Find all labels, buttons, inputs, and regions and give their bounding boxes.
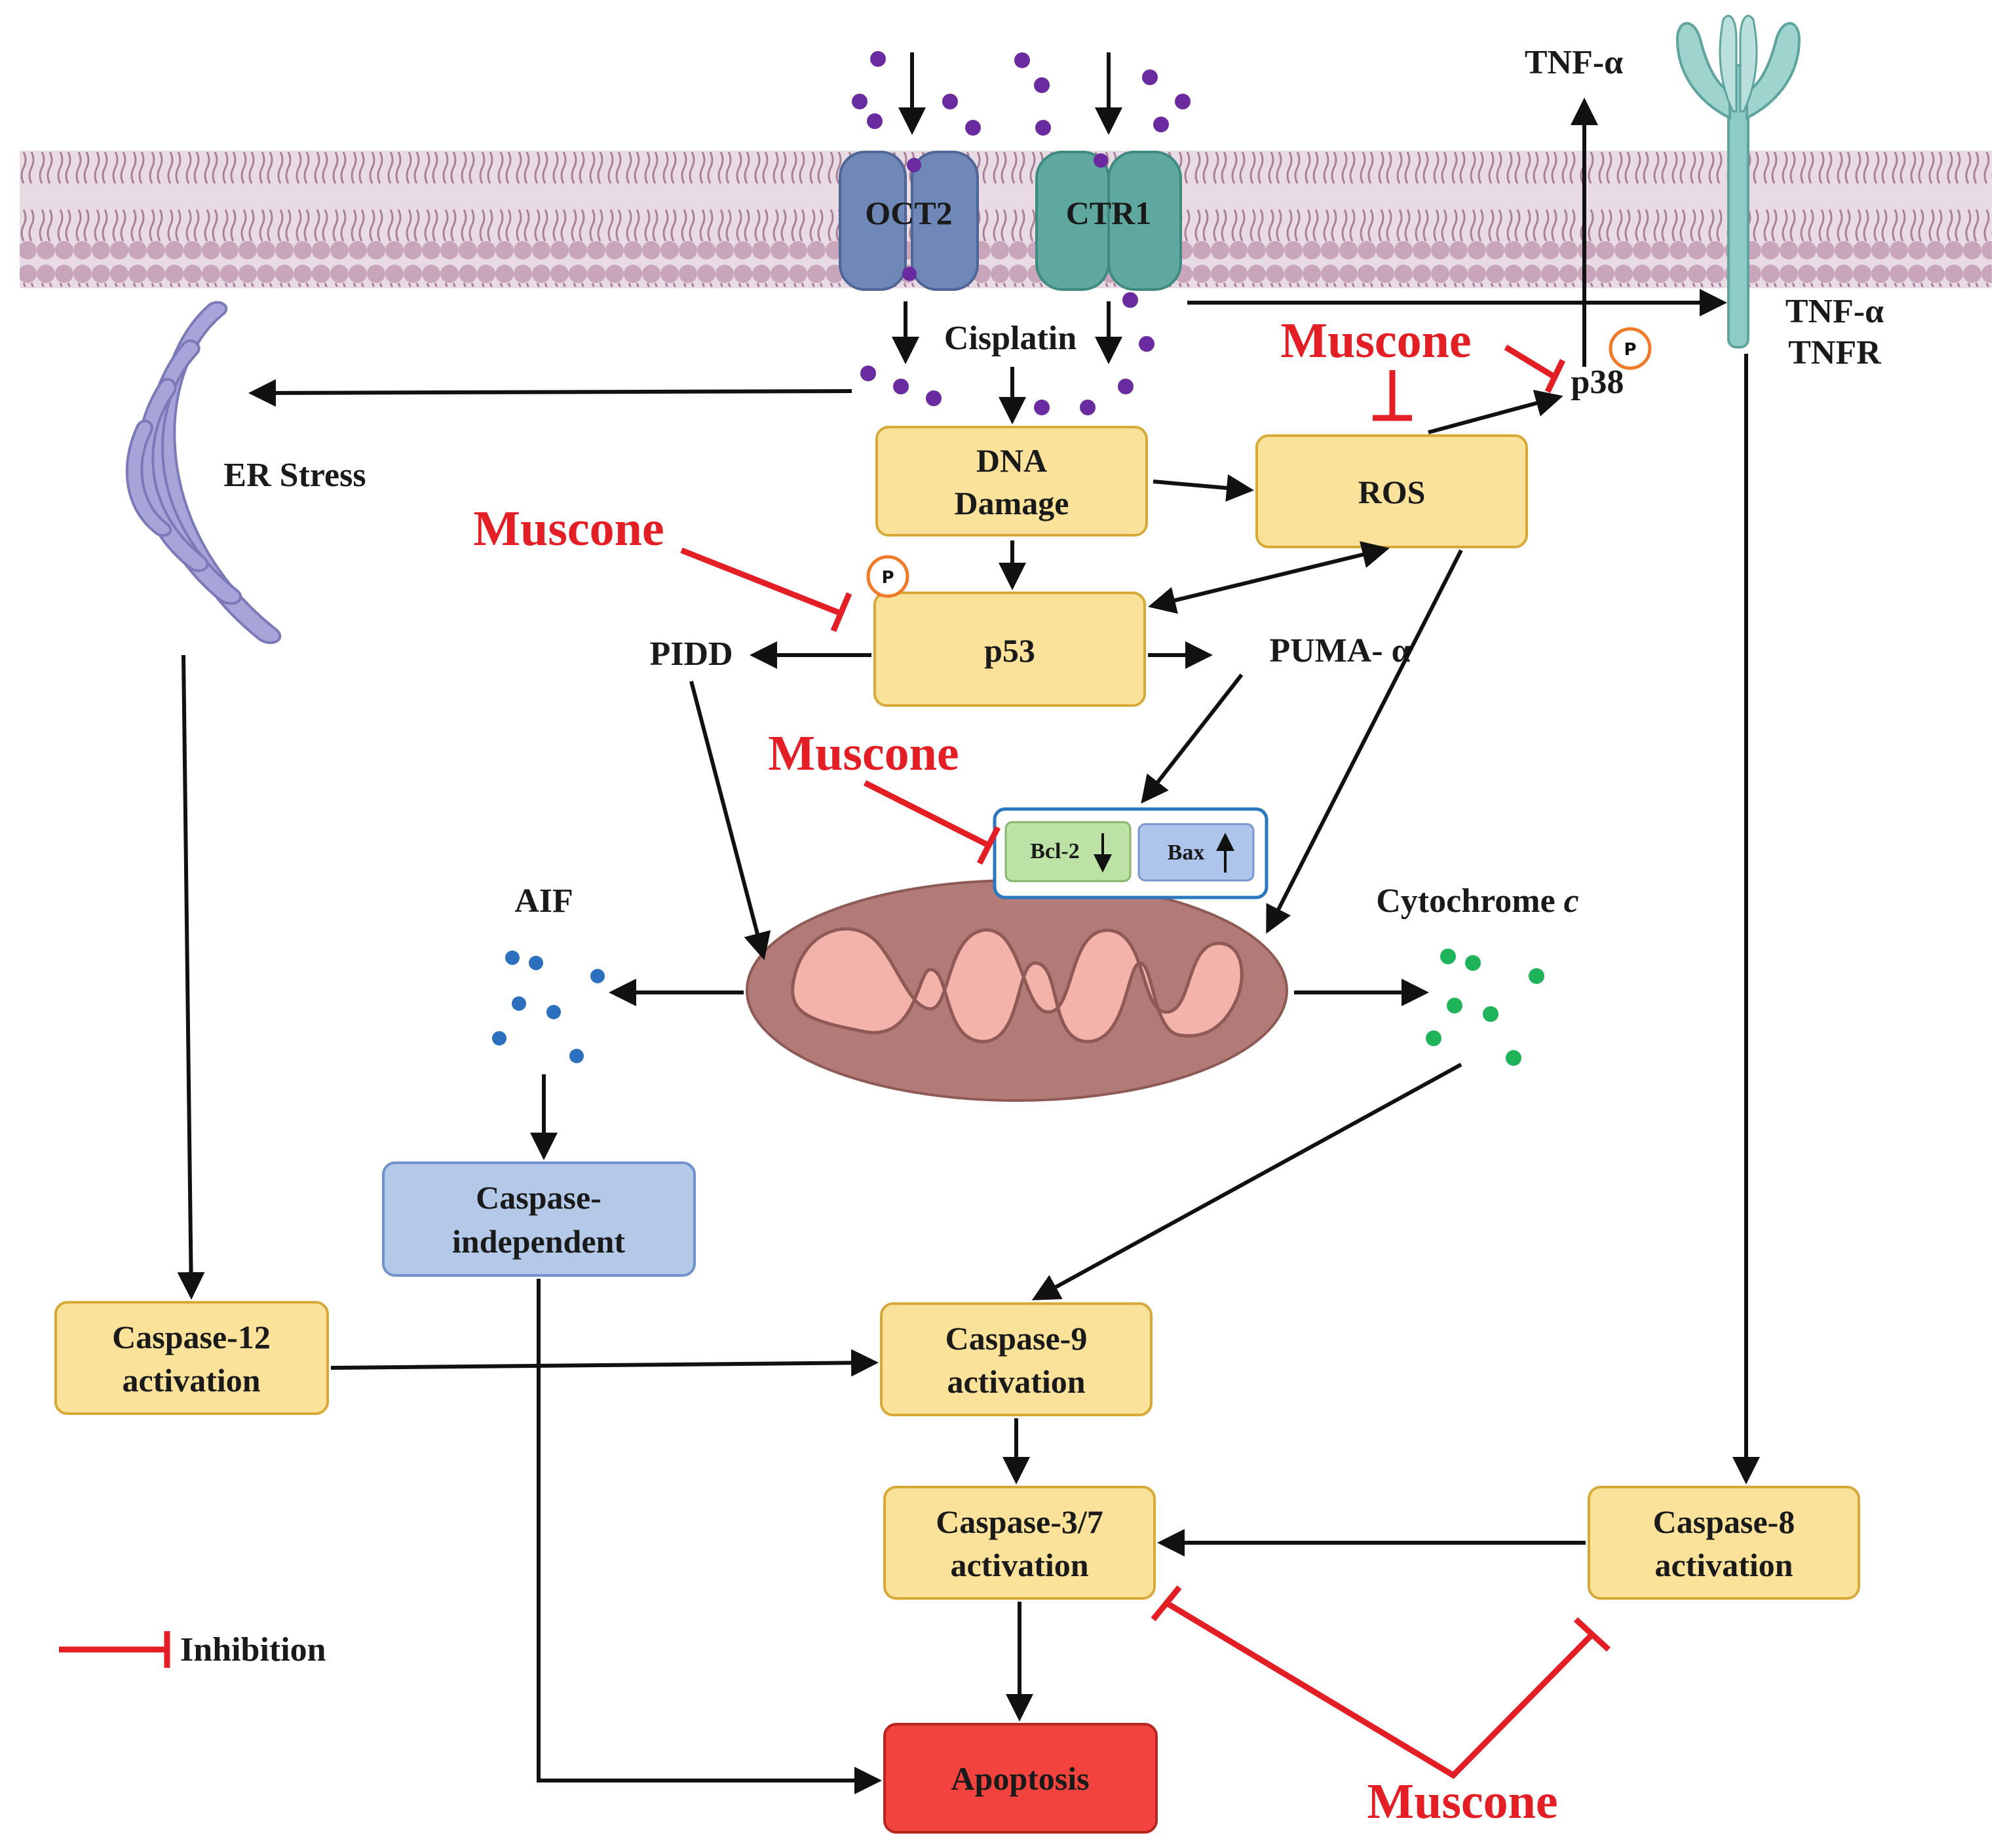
pathway-arrows (177, 98, 1760, 1794)
cisplatin-label: Cisplatin (944, 320, 1077, 357)
bax-label: Bax (1168, 840, 1205, 865)
muscone-label-caspases: Muscone (1367, 1774, 1557, 1829)
caspase-8-label-line1: Caspase-8 (1653, 1503, 1795, 1540)
caspase-8-box: Caspase-8 activation (1588, 1486, 1860, 1600)
caspase-3-7-label-line1: Caspase-3/7 (936, 1503, 1103, 1540)
p53-phospho-badge: P (866, 555, 909, 598)
caspase-independent-label-line1: Caspase- (476, 1179, 601, 1216)
ctr1-transporter (1035, 151, 1182, 291)
tnfr-label: TNFR (1788, 334, 1882, 371)
cisplatin-particles (852, 51, 1191, 415)
apoptosis-box: Apoptosis (883, 1723, 1158, 1834)
cytochrome-c-label: Cytochrome c (1376, 882, 1579, 920)
caspase-9-label-line2: activation (947, 1363, 1085, 1400)
caspase-9-label-line1: Caspase-9 (945, 1320, 1088, 1357)
ros-box: ROS (1255, 434, 1528, 548)
oct2-transporter (839, 151, 979, 291)
bcl2-label: Bcl-2 (1030, 839, 1080, 863)
muscone-label-p53: Muscone (473, 501, 664, 556)
muscone-label-bcl2-bax: Muscone (768, 726, 959, 781)
muscone-inhibitions: Muscone Muscone Muscone Muscone (473, 313, 1611, 1829)
endoplasmic-reticulum (125, 301, 282, 645)
ctr1-label: CTR1 (1066, 195, 1152, 231)
tnf-alpha-receptor-label: TNF-α (1785, 293, 1884, 330)
p38-label: p38 (1571, 364, 1624, 401)
ros-label: ROS (1358, 474, 1426, 510)
aif-label: AIF (514, 882, 573, 920)
tnf-alpha-top-label: TNF-α (1525, 44, 1623, 81)
caspase-3-7-box: Caspase-3/7 activation (883, 1486, 1156, 1600)
pidd-label: PIDD (649, 635, 733, 673)
oct2-label: OCT2 (865, 195, 952, 231)
mitochondrion (746, 879, 1288, 1102)
caspase-3-7-label-line2: activation (950, 1547, 1088, 1583)
aif-particles (492, 951, 605, 1063)
cytochrome-c-particles (1426, 949, 1544, 1066)
caspase-9-box: Caspase-9 activation (880, 1302, 1153, 1416)
p38-phospho-badge: P (1609, 327, 1652, 370)
cell-membrane (20, 151, 1992, 288)
caspase-8-label-line2: activation (1654, 1547, 1793, 1583)
muscone-label-ros: Muscone (1280, 313, 1471, 368)
dna-damage-label-line2: Damage (955, 485, 1069, 521)
puma-alpha-label: PUMA- α (1269, 632, 1410, 669)
apoptosis-label: Apoptosis (951, 1760, 1089, 1797)
caspase-12-label-line2: activation (122, 1362, 260, 1399)
legend: Inhibition (59, 1631, 326, 1669)
dna-damage-label-line1: DNA (976, 442, 1047, 479)
dna-damage-box: DNA Damage (875, 426, 1148, 537)
tnf-receptor (1675, 14, 1801, 349)
svg-text:P: P (881, 568, 894, 588)
caspase-independent-box: Caspase- independent (382, 1161, 696, 1277)
caspase-12-label-line1: Caspase-12 (112, 1319, 271, 1355)
bcl2-bax-box: Bcl-2 Bax (993, 807, 1269, 899)
svg-text:P: P (1624, 340, 1636, 360)
p53-box: p53 (873, 592, 1146, 707)
er-stress-label: ER Stress (223, 457, 366, 494)
caspase-independent-label-line2: independent (452, 1223, 625, 1260)
caspase-12-box: Caspase-12 activation (54, 1301, 329, 1415)
inhibition-legend-label: Inhibition (180, 1631, 326, 1669)
p53-label: p53 (984, 632, 1035, 669)
